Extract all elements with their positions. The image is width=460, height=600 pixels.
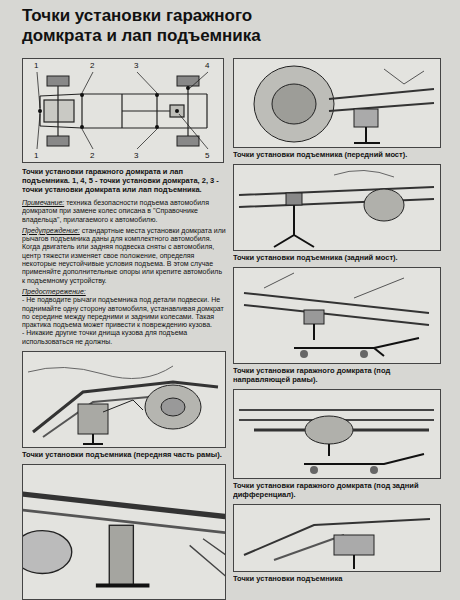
callout-number: 5 (205, 151, 209, 160)
callout-number: 1 (34, 151, 38, 160)
frame-illustration (22, 58, 224, 163)
note-paragraph: Примечание: техника безопасности подъема… (22, 199, 226, 224)
caution-heading-text: Предостережение: (22, 288, 86, 295)
right-column: Точки установки подъемника (передний мос… (233, 58, 441, 600)
caution-heading: Предостережение: (22, 288, 226, 296)
front-axle-illustration (233, 58, 441, 148)
figure-caption: Точки установки подъемника (передняя час… (22, 450, 226, 459)
frame-rear-illustration (22, 464, 226, 600)
callout-number: 3 (134, 151, 138, 160)
frame-diagram: 1 2 3 4 1 2 3 5 (22, 58, 224, 163)
figure-caption: Точки установки гаражного домкрата и лап… (22, 167, 226, 194)
note-heading: Примечание: (22, 199, 64, 206)
frame-front-illustration (22, 351, 226, 448)
figure-caption: Точки установки подъемника (задний мост)… (233, 253, 441, 262)
frame-rail-jack-illustration (233, 267, 441, 364)
page-title: Точки установки гаражного домкрата и лап… (22, 6, 322, 46)
callout-number: 3 (134, 61, 138, 70)
warning-heading: Предупреждение: (22, 227, 80, 234)
lift-point-illustration (233, 504, 441, 572)
figure-caption: Точки установки подъемника (передний мос… (233, 150, 441, 159)
callout-number: 1 (34, 61, 38, 70)
caution-item: - Не подводите рычаги подъемника под дет… (22, 296, 226, 329)
figure-caption: Точки установки гаражного домкрата (под … (233, 366, 441, 384)
caution-item: - Никакие другие точки днища кузова для … (22, 329, 226, 346)
rear-differential-jack-illustration (233, 389, 441, 479)
left-column: 1 2 3 4 1 2 3 5 Точки установки гаражног… (22, 58, 226, 600)
figure-caption: Точки установки подъемника (233, 574, 441, 583)
warning-text: стандартные места установки домкрата или… (22, 227, 226, 284)
callout-number: 4 (205, 61, 209, 70)
callout-number: 2 (90, 151, 94, 160)
rear-axle-illustration (233, 164, 441, 251)
warning-paragraph: Предупреждение: стандартные места устано… (22, 227, 226, 285)
figure-caption: Точки установки гаражного домкрата (под … (233, 481, 441, 499)
callout-number: 2 (90, 61, 94, 70)
